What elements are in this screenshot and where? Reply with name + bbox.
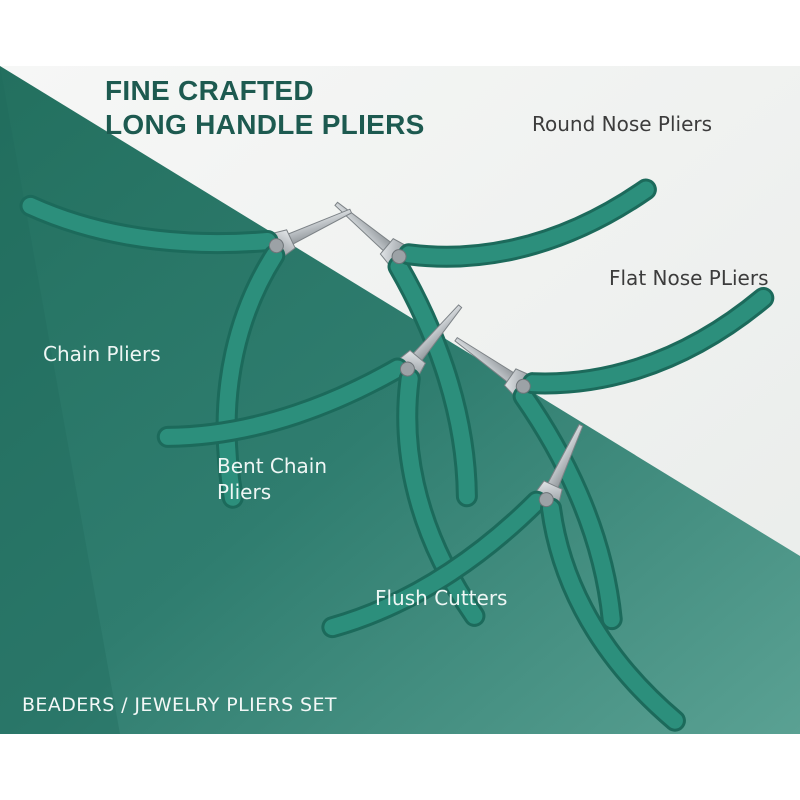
label-chain-pliers: Chain Pliers [43, 342, 161, 366]
label-flush-cutters: Flush Cutters [375, 586, 508, 610]
pliers-illustration [0, 66, 800, 734]
title-line-1: FINE CRAFTED [105, 75, 314, 106]
title-line-2: LONG HANDLE PLIERS [105, 109, 425, 140]
footer-tagline: BEADERS / JEWELRY PLIERS SET [22, 694, 337, 716]
label-bent-chain-line-2: Pliers [217, 480, 272, 504]
background-shade [0, 66, 120, 734]
product-panel [0, 66, 800, 734]
label-bent-chain-line-1: Bent Chain [217, 454, 328, 478]
label-flat-nose-pliers: Flat Nose PLiers [609, 266, 769, 290]
label-round-nose-pliers: Round Nose Pliers [532, 112, 713, 136]
label-bent-chain-pliers: Bent Chain Pliers [217, 453, 327, 505]
